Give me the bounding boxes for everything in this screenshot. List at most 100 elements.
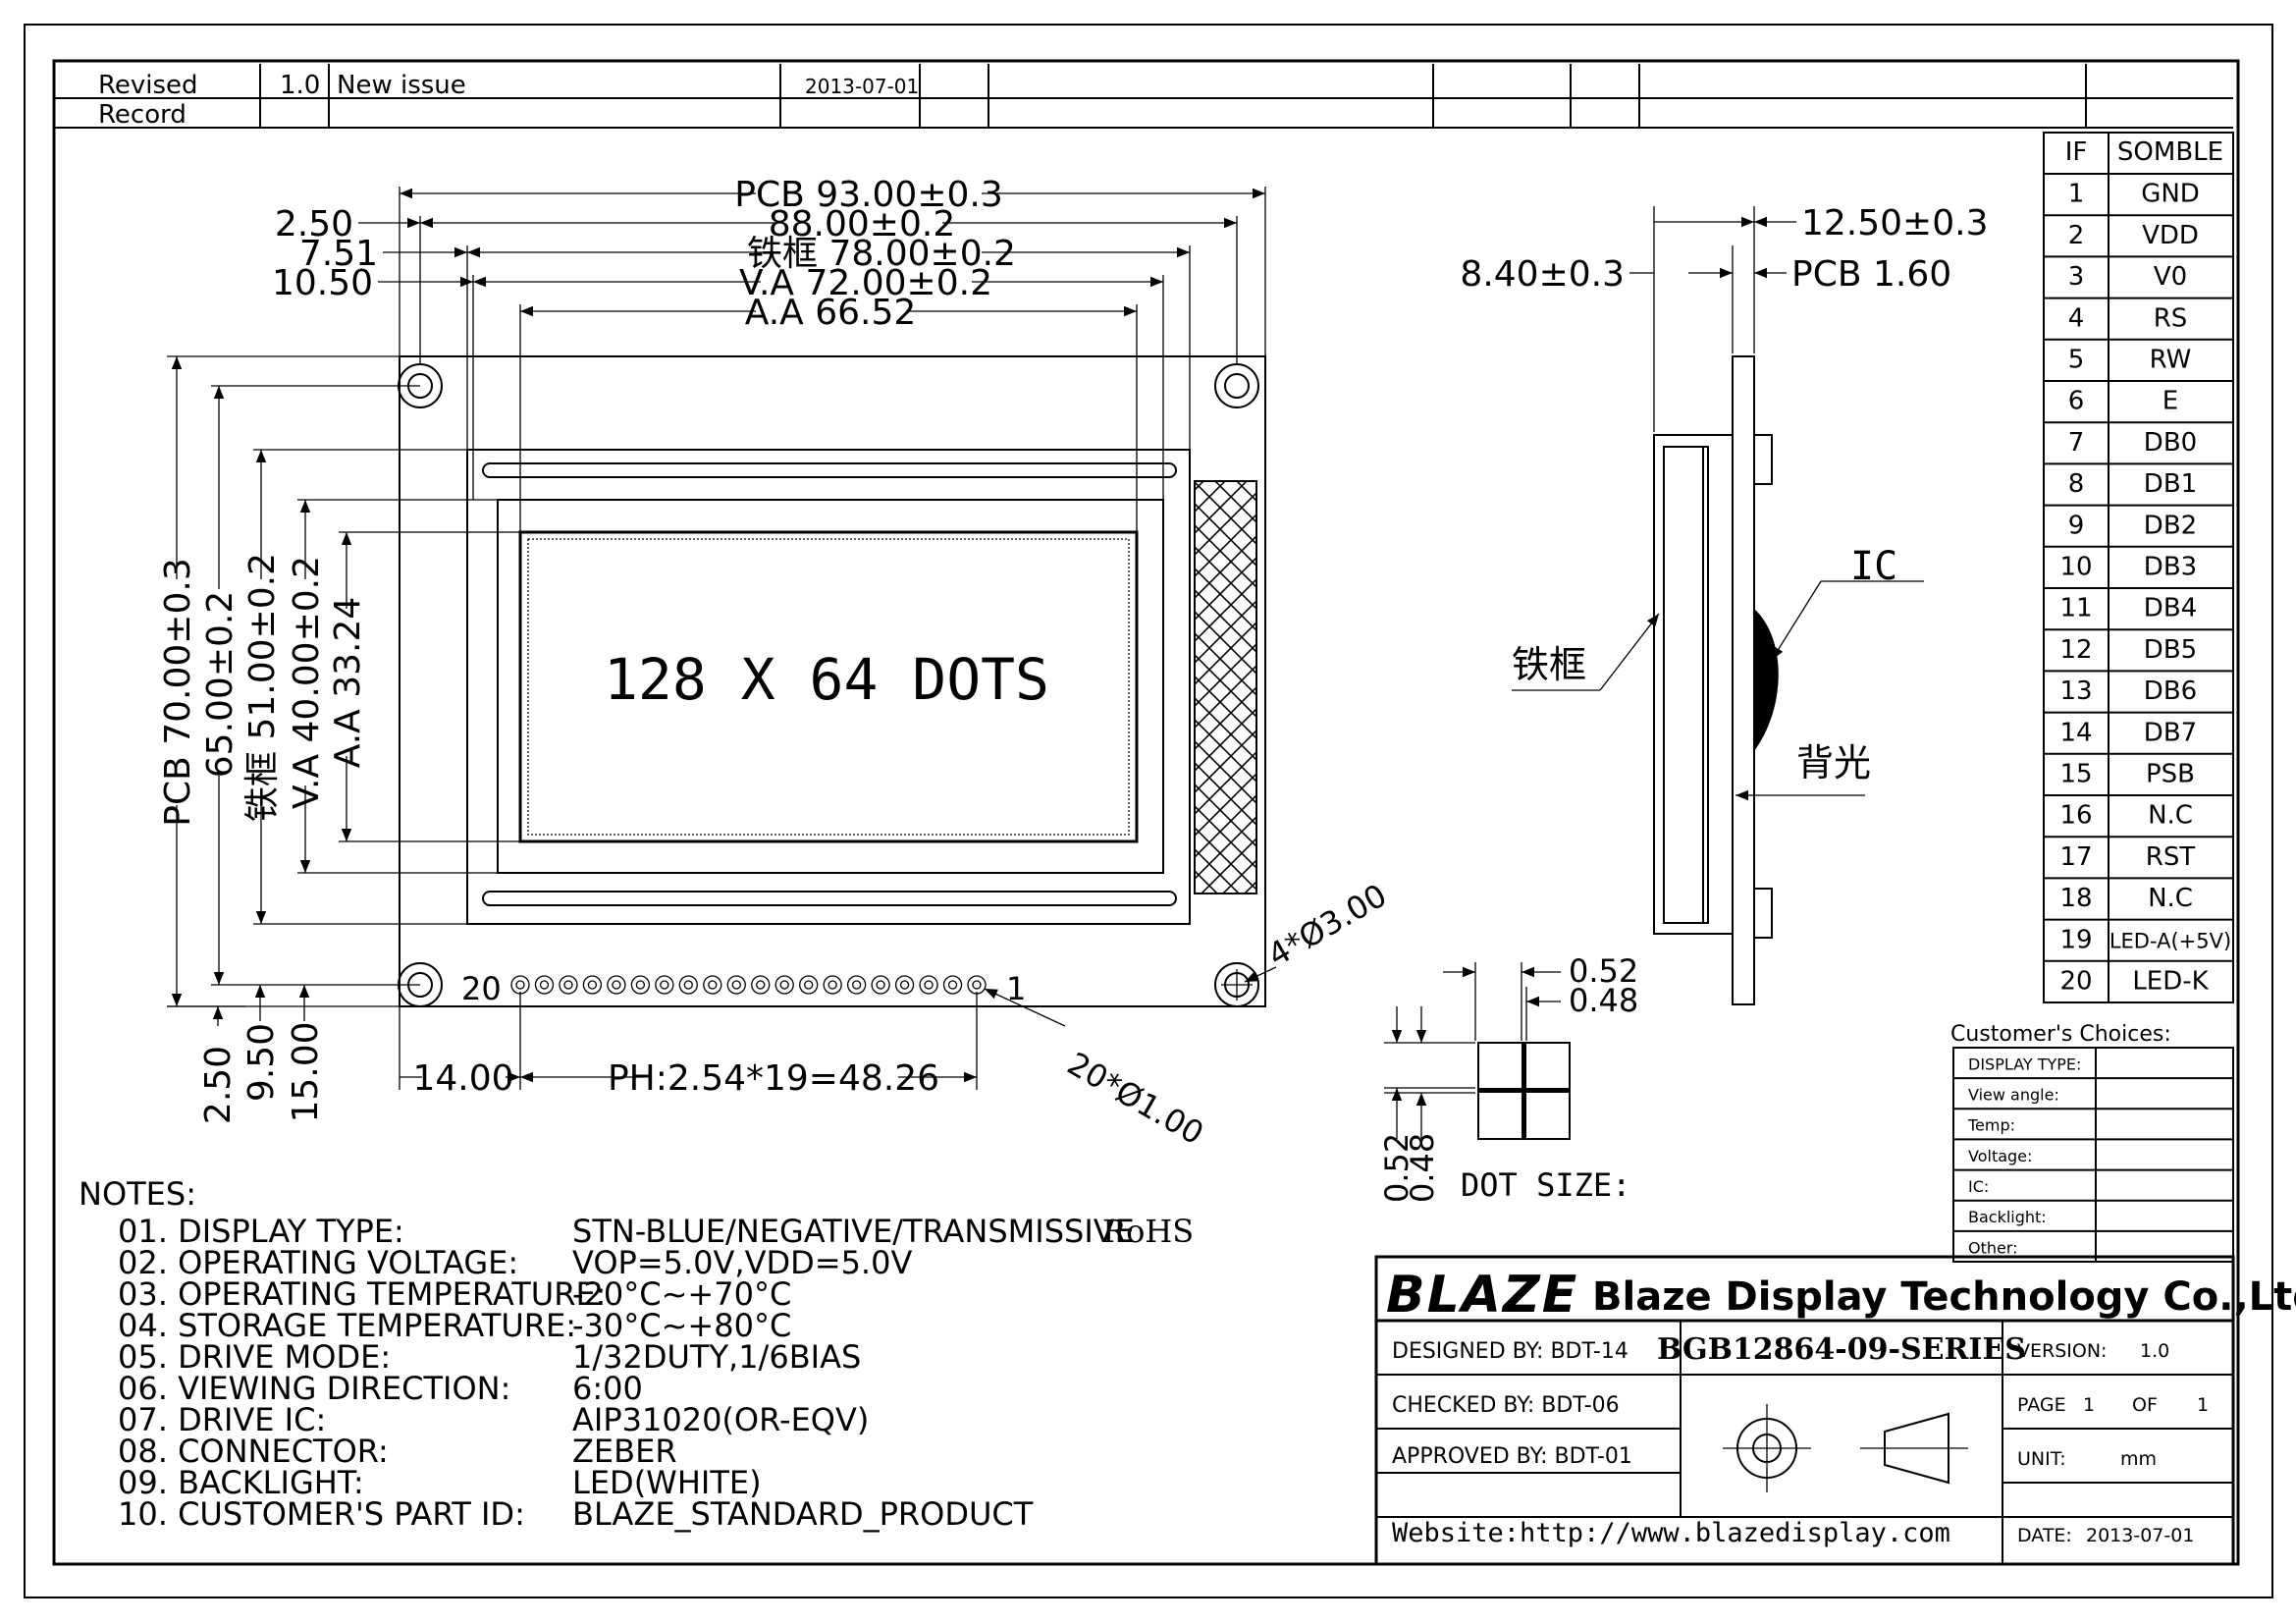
top-dimensions: PCB 93.00±0.3 88.00±0.2 铁框 78.00±0.2 V.A… <box>272 175 1266 532</box>
pin-symbol: DB2 <box>2144 511 2197 540</box>
pin-number: 17 <box>2059 842 2092 872</box>
dim-side-840: 8.40±0.3 <box>1460 254 1625 295</box>
connector-pin <box>894 975 915 995</box>
pin-number: 12 <box>2059 635 2092 665</box>
pin-number: 6 <box>2068 387 2085 416</box>
dim-bottom-250: 2.50 <box>198 1046 239 1124</box>
pin-number: 20 <box>2059 966 2092 996</box>
connector-pin <box>534 975 555 995</box>
connector-pin <box>942 975 963 995</box>
pcb-outline <box>399 355 1266 1007</box>
dot-048-v: 0.48 <box>1404 1133 1441 1203</box>
customer-choice-label: DISPLAY TYPE: <box>1968 1055 2081 1073</box>
bottom-dimensions: 14.00 PH:2.54*19=48.26 2.50 9.50 15.00 <box>167 985 978 1124</box>
connector-pin <box>678 975 698 995</box>
connector-pin <box>774 975 794 995</box>
active-area <box>518 530 1139 843</box>
connector-pin <box>630 975 651 995</box>
note-label: 07. DRIVE IC: <box>118 1401 326 1438</box>
pin-number: 5 <box>2068 345 2085 374</box>
pin-table-header-symbol: SOMBLE <box>2117 137 2223 167</box>
notes: NOTES: 01. DISPLAY TYPE:STN-BLUE/NEGATIV… <box>79 1175 1194 1533</box>
connector-pin <box>726 975 746 995</box>
note-value: VOP=5.0V,VDD=5.0V <box>572 1244 912 1281</box>
customer-choice-value[interactable] <box>2098 1110 2231 1137</box>
dim-frame-height: 铁框 51.00±0.2 <box>242 553 283 822</box>
pin-symbol: PSB <box>2146 759 2195 788</box>
pin-number: 18 <box>2059 884 2092 913</box>
customer-choice-value[interactable] <box>2098 1203 2231 1229</box>
pin-symbol: DB6 <box>2144 677 2197 706</box>
title-block: BLAZE Blaze Display Technology Co.,Ltd. … <box>1374 1255 2296 1566</box>
projection-symbol <box>1723 1404 1968 1492</box>
pin-symbol: VDD <box>2142 221 2199 250</box>
revised-label: Revised <box>98 71 198 100</box>
connector-pin <box>607 975 626 995</box>
pin-symbol: RW <box>2150 345 2192 374</box>
notes-title: NOTES: <box>79 1175 196 1213</box>
pin-number: 14 <box>2059 718 2092 747</box>
active-area-inner <box>527 538 1130 836</box>
note-value: -20°C~+70°C <box>572 1275 791 1313</box>
version-label: VERSION: <box>2017 1340 2107 1362</box>
note-label: 04. STORAGE TEMPERATURE: <box>118 1307 576 1344</box>
note-label: 06. VIEWING DIRECTION: <box>118 1370 510 1407</box>
note-value: 6:00 <box>572 1370 643 1407</box>
note-value: STN-BLUE/NEGATIVE/TRANSMISSIVE <box>572 1213 1135 1250</box>
customer-choice-label: Temp: <box>1967 1116 2015 1135</box>
page-of: OF <box>2132 1394 2158 1416</box>
customer-choice-value[interactable] <box>2098 1141 2231 1167</box>
pin-20-label: 20 <box>461 970 502 1007</box>
pin-number: 7 <box>2068 428 2085 458</box>
connector-pin <box>799 975 819 995</box>
dot-size-detail: 0.52 0.48 0.52 0.48 DOT SIZE: <box>1378 952 1638 1204</box>
pin-symbol: DB0 <box>2144 428 2197 458</box>
frame-slot-bottom <box>482 891 1177 906</box>
dot-052-h: 0.52 <box>1569 952 1638 990</box>
customer-choice-value[interactable] <box>2098 1050 2231 1076</box>
company-logo: BLAZE <box>1386 1266 1578 1325</box>
pin-symbol: DB3 <box>2144 552 2197 581</box>
pin-number: 13 <box>2059 677 2092 706</box>
viewing-area <box>497 499 1164 874</box>
mounting-hole-tr <box>1214 363 1259 408</box>
pin-row <box>510 975 987 995</box>
note-rohs: RoHS <box>1102 1213 1194 1250</box>
pins-callout: 20*Ø1.00 <box>1061 1045 1210 1152</box>
side-ic-blob <box>1754 609 1779 751</box>
note-label: 02. OPERATING VOLTAGE: <box>118 1244 518 1281</box>
note-label: 03. OPERATING TEMPERATURE: <box>118 1275 606 1313</box>
metal-frame <box>466 449 1191 925</box>
dim-pin-pitch: PH:2.54*19=48.26 <box>608 1058 939 1099</box>
page-label: PAGE <box>2017 1394 2066 1416</box>
dim-frame-width: 铁框 78.00±0.2 <box>747 234 1016 274</box>
outer-border <box>24 24 2273 1598</box>
customer-choice-label: Other: <box>1968 1238 2018 1257</box>
part-number: BGB12864-09-SERIES <box>1657 1332 2026 1367</box>
connector-pin <box>655 975 674 995</box>
connector-pin <box>967 975 987 995</box>
customer-choice-value[interactable] <box>2098 1080 2231 1107</box>
side-pcb <box>1732 355 1755 1005</box>
note-value: 1/32DUTY,1/6BIAS <box>572 1338 861 1376</box>
pin-1-label: 1 <box>1006 970 1026 1007</box>
dim-pcb-width: PCB 93.00±0.3 <box>734 175 1002 215</box>
dim-pin-offset: 14.00 <box>412 1058 513 1099</box>
customer-choices-title: Customer's Choices: <box>1950 1022 2171 1047</box>
mounting-hole-br <box>1214 962 1259 1007</box>
note-label: 09. BACKLIGHT: <box>118 1464 364 1501</box>
side-pin-bottom <box>1753 888 1773 939</box>
dim-side-1250: 12.50±0.3 <box>1801 203 1988 244</box>
designed-by: DESIGNED BY: BDT-14 <box>1392 1339 1629 1364</box>
connector-pin <box>823 975 842 995</box>
date-value: 2013-07-01 <box>2086 1525 2194 1546</box>
customer-choice-value[interactable] <box>2098 1172 2231 1199</box>
customer-choice-label: Backlight: <box>1968 1208 2047 1226</box>
company-name: Blaze Display Technology Co.,Ltd. <box>1592 1274 2296 1320</box>
pin-symbol: V0 <box>2154 262 2187 292</box>
pin-symbol: DB5 <box>2144 635 2197 665</box>
side-view: 12.50±0.3 8.40±0.3 PCB 1.60 IC 铁框 背光 <box>1460 203 1988 1005</box>
record-label: Record <box>98 100 187 130</box>
pin-number: 16 <box>2059 801 2092 831</box>
